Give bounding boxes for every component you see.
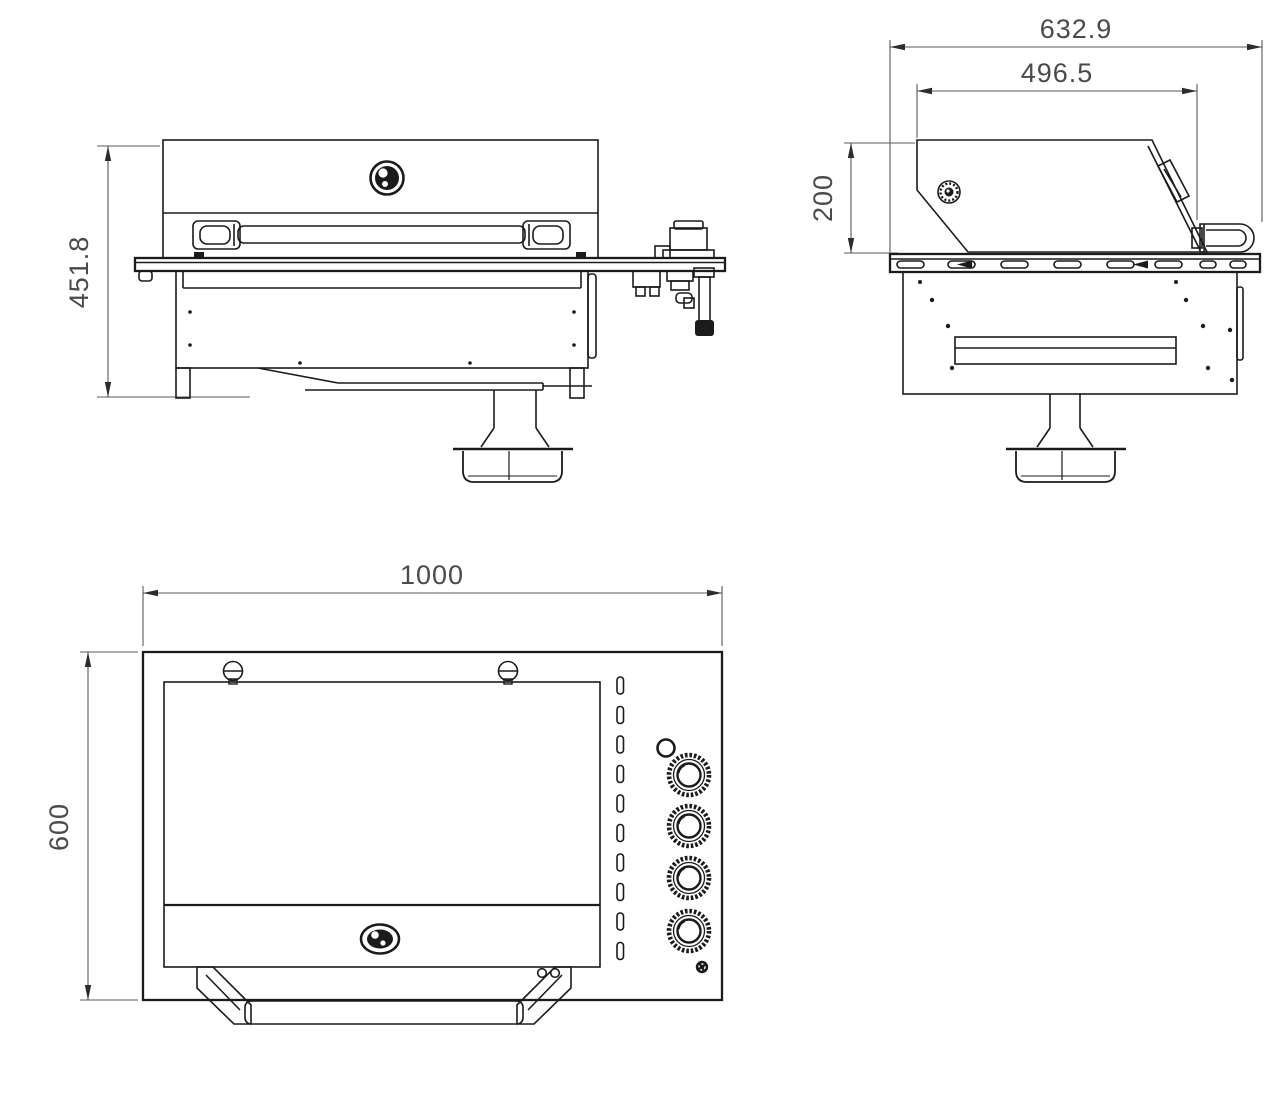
igniter-button-icon — [695, 960, 709, 974]
front-mounting-flange — [133, 256, 727, 282]
front-view: 451.8 — [64, 139, 727, 484]
lid-hinge-tab — [1156, 158, 1191, 204]
side-tray-slot — [954, 336, 1177, 365]
side-lid-width-label: 496.5 — [1021, 58, 1094, 88]
indicator-ring-icon — [656, 738, 676, 758]
front-lid-handle — [192, 220, 571, 250]
control-panel — [656, 738, 710, 974]
front-lid — [162, 139, 599, 259]
gas-regulator-assembly — [632, 220, 715, 336]
side-view: 632.9 496.5 200 — [808, 14, 1263, 484]
side-body — [902, 271, 1244, 395]
plan-depth-dimension: 600 — [44, 651, 138, 1001]
brand-logo-icon — [369, 160, 405, 196]
side-grease-funnel — [1036, 394, 1094, 448]
lid-pivot-knob-icon — [937, 180, 961, 204]
side-overall-width-label: 632.9 — [1040, 14, 1113, 44]
plan-width-dimension: 1000 — [142, 560, 723, 646]
plan-brand-logo-icon — [359, 923, 401, 955]
hinge-screw-right — [497, 660, 519, 685]
vent-slot-strip — [616, 676, 625, 961]
burner-knob-4 — [669, 911, 709, 951]
front-height-dimension: 451.8 — [64, 145, 250, 398]
front-height-label: 451.8 — [64, 236, 94, 309]
plan-outer-body — [141, 650, 724, 1002]
side-grease-cup — [1004, 447, 1128, 484]
front-grease-funnel — [480, 390, 550, 448]
side-overall-width-dimension: 632.9 — [889, 14, 1263, 252]
side-lid-handle — [1191, 223, 1255, 253]
front-body — [175, 270, 597, 369]
side-lid-height-dimension: 200 — [808, 142, 915, 254]
side-lid-height-label: 200 — [808, 174, 838, 222]
plan-view: 1000 600 — [44, 560, 724, 1025]
gas-knob-cap — [695, 320, 714, 336]
front-right-leg — [569, 367, 585, 399]
burner-knob-3 — [669, 858, 709, 898]
plan-width-label: 1000 — [400, 560, 464, 590]
burner-knob-1 — [669, 755, 709, 795]
side-mounting-flange — [888, 252, 1262, 274]
front-drip-tray — [257, 367, 592, 391]
burner-knob-2 — [669, 806, 709, 846]
plan-depth-label: 600 — [44, 803, 74, 851]
plan-lid — [163, 681, 601, 968]
front-left-leg — [175, 367, 191, 399]
side-lid-width-dimension: 496.5 — [916, 58, 1198, 220]
side-lid — [916, 139, 1255, 253]
front-grease-cup — [451, 447, 575, 484]
plan-front-handle — [196, 966, 572, 1025]
hinge-screw-left — [222, 660, 244, 685]
